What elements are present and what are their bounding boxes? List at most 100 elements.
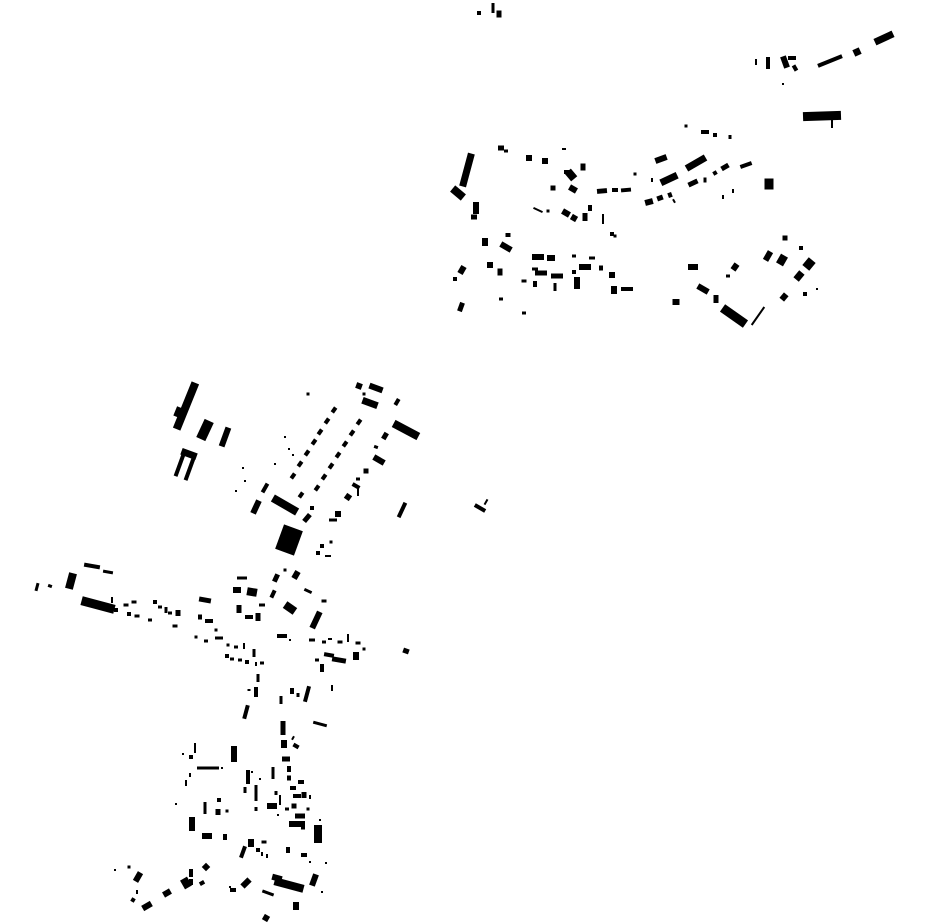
building-footprint <box>243 643 245 649</box>
building-footprint <box>337 640 343 644</box>
building-footprint <box>799 246 803 250</box>
building-footprint <box>504 149 508 153</box>
building-footprint <box>248 839 254 847</box>
building-footprint <box>802 110 842 122</box>
building-footprint <box>802 257 816 271</box>
building-footprint <box>580 163 586 171</box>
building-footprint <box>306 392 310 396</box>
building-footprint <box>477 11 481 15</box>
building-footprint <box>309 795 311 799</box>
building-footprint <box>250 499 262 515</box>
building-footprint <box>291 803 297 809</box>
building-footprint <box>368 382 384 394</box>
building-footprint <box>277 814 279 816</box>
building-footprint <box>242 467 244 469</box>
building-footprint <box>313 484 321 492</box>
building-footprint <box>696 283 710 295</box>
building-footprint <box>267 803 277 809</box>
building-footprint <box>180 876 192 890</box>
building-footprint <box>238 658 242 662</box>
building-footprint <box>453 277 457 281</box>
building-footprint <box>396 501 408 519</box>
building-footprint <box>47 583 53 589</box>
building-footprint <box>162 888 172 898</box>
building-footprint <box>127 865 131 869</box>
building-footprint <box>285 807 289 811</box>
building-footprint <box>532 254 544 260</box>
building-footprint <box>793 270 805 282</box>
building-footprint <box>271 767 275 779</box>
building-footprint <box>225 809 229 813</box>
building-footprint <box>244 480 246 482</box>
building-footprint <box>316 428 324 436</box>
building-footprint <box>296 460 304 468</box>
building-footprint <box>127 612 131 616</box>
building-footprint <box>269 589 277 599</box>
building-footprint <box>286 847 290 853</box>
building-footprint <box>363 468 369 474</box>
building-footprint <box>316 551 320 555</box>
building-footprint <box>644 198 654 206</box>
building-footprint <box>391 419 421 441</box>
building-footprint <box>306 807 310 811</box>
building-footprint <box>83 562 101 570</box>
building-footprint <box>852 47 862 57</box>
building-footprint <box>302 512 312 524</box>
building-footprint <box>271 873 283 883</box>
building-footprint <box>321 891 323 893</box>
building-footprint <box>325 555 331 557</box>
building-footprint <box>298 780 304 784</box>
building-footprint <box>130 897 136 903</box>
building-footprint <box>568 184 578 194</box>
building-footprint <box>328 638 332 640</box>
building-footprint <box>312 720 328 728</box>
building-footprint <box>782 235 788 241</box>
building-footprint <box>355 418 363 426</box>
building-footprint <box>229 886 231 888</box>
building-footprint <box>302 685 312 703</box>
building-footprint <box>612 188 618 192</box>
building-footprint <box>473 503 487 513</box>
building-footprint <box>310 506 314 510</box>
building-footprint <box>535 270 547 276</box>
building-footprint <box>218 426 232 448</box>
building-footprint <box>323 652 335 658</box>
building-footprint <box>483 498 489 506</box>
building-footprint <box>234 645 238 649</box>
building-footprint <box>292 454 294 456</box>
building-footprint <box>779 292 789 302</box>
building-footprint <box>288 448 290 450</box>
building-footprint <box>521 279 527 283</box>
building-footprint <box>261 889 275 897</box>
building-footprint <box>102 569 114 575</box>
building-footprint <box>353 652 359 660</box>
building-footprint <box>659 172 679 186</box>
building-footprint <box>196 418 214 442</box>
building-footprint <box>471 214 477 220</box>
building-footprint <box>319 819 321 821</box>
building-footprint <box>357 488 359 496</box>
building-footprint <box>582 213 588 221</box>
building-footprint <box>293 794 301 798</box>
building-footprint <box>720 162 730 172</box>
building-footprint <box>283 568 287 572</box>
building-footprint <box>274 463 276 465</box>
building-footprint <box>280 721 286 735</box>
building-footprint <box>701 130 709 134</box>
building-footprint <box>609 272 615 278</box>
building-footprint <box>574 277 580 289</box>
building-footprint <box>546 209 550 213</box>
building-footprint <box>730 262 740 272</box>
building-footprint <box>291 735 295 741</box>
building-footprint <box>569 213 579 223</box>
building-footprint <box>246 587 258 597</box>
north-settlement-cluster <box>450 124 818 328</box>
building-footprint <box>256 848 260 852</box>
building-footprint <box>355 641 361 645</box>
northeast-outliers-cluster <box>477 3 895 128</box>
building-footprint <box>459 152 475 188</box>
building-footprint <box>599 265 603 271</box>
building-footprint <box>183 455 197 481</box>
building-footprint <box>533 206 543 214</box>
